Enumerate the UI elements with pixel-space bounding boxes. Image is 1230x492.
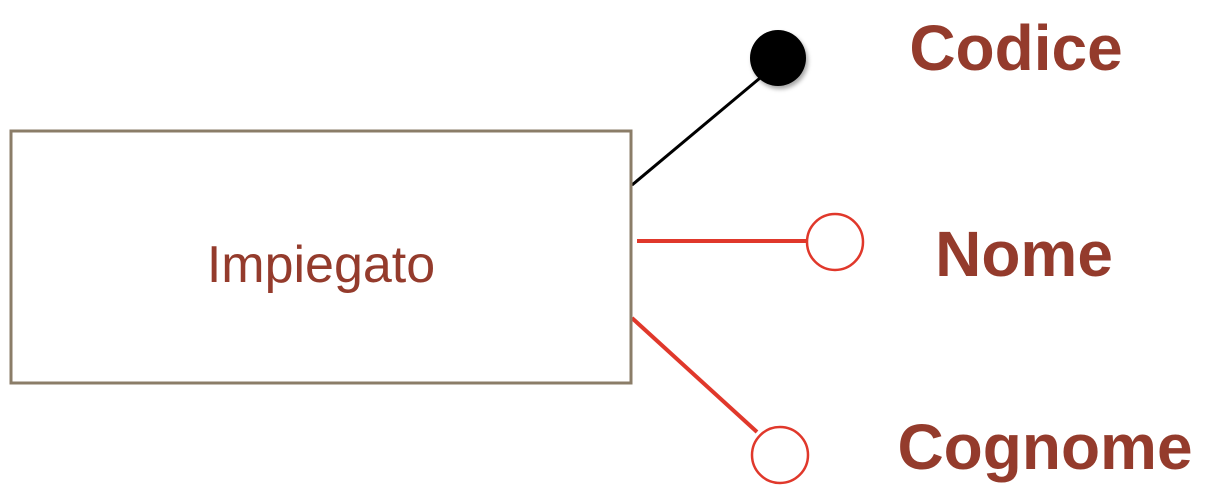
attribute-label-codice: Codice	[909, 12, 1122, 84]
entity-box	[9, 129, 633, 385]
attribute-label-nome: Nome	[935, 218, 1113, 290]
cognome-connector	[630, 316, 759, 434]
identifier-dot-icon	[750, 30, 806, 86]
attribute-label-cognome: Cognome	[897, 411, 1192, 483]
entity-label: Impiegato	[207, 236, 435, 294]
cognome-attribute-circle-icon	[750, 425, 810, 485]
nome-attribute-circle-icon	[805, 212, 865, 272]
codice-connector	[631, 76, 761, 187]
